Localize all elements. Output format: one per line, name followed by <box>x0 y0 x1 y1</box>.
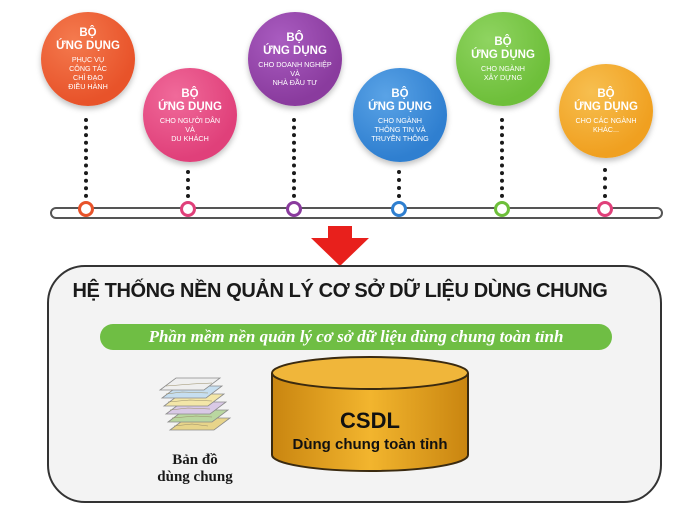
connector-dots-6 <box>603 168 611 198</box>
app-title-2: ỨNG DỤNG <box>263 44 327 57</box>
app-title-2: ỨNG DỤNG <box>574 101 638 113</box>
timeline-node-1 <box>78 201 94 217</box>
connector-dots-2 <box>186 170 194 198</box>
app-title-1: BỘ <box>79 27 97 39</box>
app-title-1: BỘ <box>597 88 615 100</box>
map-layers-icon <box>158 377 232 431</box>
software-banner: Phần mềm nền quản lý cơ sở dữ liệu dùng … <box>100 324 612 350</box>
timeline-node-6 <box>597 201 613 217</box>
app-title-2: ỨNG DỤNG <box>158 100 222 113</box>
down-arrow-icon <box>311 226 369 266</box>
timeline-node-5 <box>494 201 510 217</box>
timeline-node-2 <box>180 201 196 217</box>
timeline-bar <box>50 207 663 219</box>
connector-dots-3 <box>292 118 300 198</box>
csdl-subtitle: Dùng chung toàn tỉnh <box>292 436 448 453</box>
app-title-1: BỘ <box>286 31 304 44</box>
timeline-node-3 <box>286 201 302 217</box>
connector-dots-4 <box>397 170 405 198</box>
connector-dots-5 <box>500 118 508 198</box>
app-title-1: BỘ <box>391 87 409 100</box>
database-cylinder-icon <box>271 356 469 472</box>
csdl-title: CSDL <box>340 408 400 433</box>
app-title-2: ỨNG DỤNG <box>56 40 120 52</box>
system-title: HỆ THỐNG NỀN QUẢN LÝ CƠ SỞ DỮ LIỆU DÙNG … <box>72 280 608 302</box>
connector-dots-1 <box>84 118 92 198</box>
app-title-1: BỘ <box>181 87 199 100</box>
timeline-node-4 <box>391 201 407 217</box>
app-title-1: BỘ <box>494 36 512 48</box>
app-title-2: ỨNG DỤNG <box>368 100 432 113</box>
app-title-2: ỨNG DỤNG <box>471 49 535 61</box>
software-banner-text: Phần mềm nền quản lý cơ sở dữ liệu dùng … <box>148 327 564 346</box>
